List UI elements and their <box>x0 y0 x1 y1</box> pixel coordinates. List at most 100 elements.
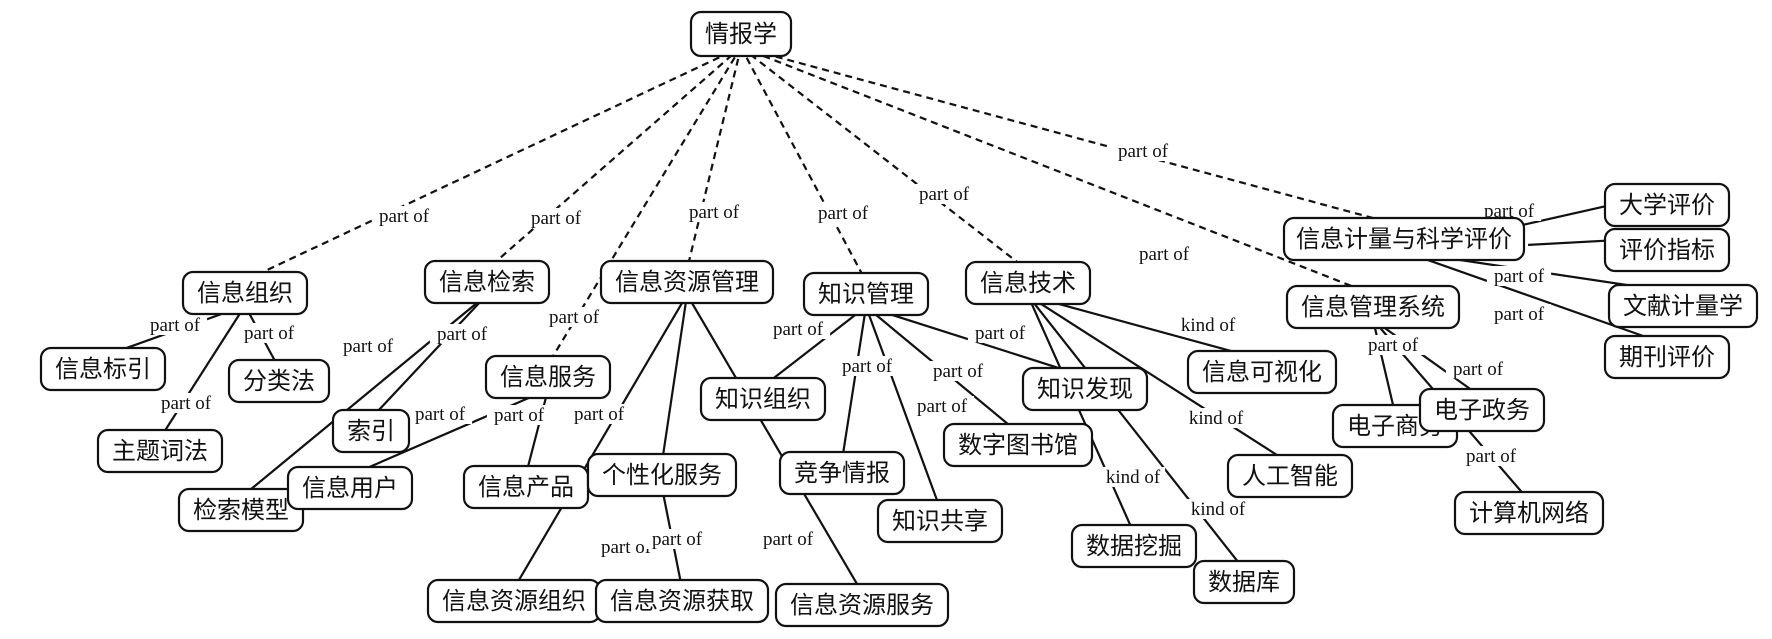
edge-root-zsgl <box>740 46 867 282</box>
node-box <box>1186 349 1338 395</box>
edge-label-bg <box>429 324 495 344</box>
edge-label: kind of <box>1189 408 1244 429</box>
edge-label: part of <box>1368 335 1419 356</box>
edge-label-bg <box>566 404 632 424</box>
node-box <box>484 354 612 400</box>
edge-label: part of <box>933 361 984 382</box>
edge-label-bg <box>407 404 473 424</box>
edge-label: part of <box>379 206 430 227</box>
node-label: 信息资源服务 <box>790 591 934 619</box>
node-zsgl: 知识管理 <box>802 271 930 317</box>
node-box <box>1603 334 1731 380</box>
edge-label-bg <box>1185 499 1251 519</box>
node-xxzyzz: 信息资源组织 <box>426 578 602 624</box>
edge-label-bg <box>523 208 589 228</box>
node-dzzw: 电子政务 <box>1418 387 1546 433</box>
edge-label: part of <box>1118 141 1169 162</box>
edge-xxjishu-sjwj <box>1026 295 1136 534</box>
node-xxjishu: 信息技术 <box>964 260 1092 306</box>
node-box <box>1453 490 1605 536</box>
edge-zsgl-jzqb <box>840 306 868 461</box>
node-box <box>39 346 167 392</box>
node-rgzn: 人工智能 <box>1226 453 1354 499</box>
edge-label: kind of <box>1191 499 1246 520</box>
edge-label: part of <box>531 208 582 229</box>
edge-label: part of <box>917 396 968 417</box>
node-label: 信息标引 <box>55 355 151 383</box>
node-label: 数字图书馆 <box>958 431 1078 459</box>
node-label: 分类法 <box>243 367 315 395</box>
edge-label: part of <box>1484 201 1535 222</box>
edge-label: part of <box>601 537 652 558</box>
node-box <box>689 10 793 58</box>
edge-label: part of <box>652 529 703 550</box>
node-pjzb: 评价指标 <box>1603 227 1731 273</box>
node-box <box>1021 366 1149 412</box>
node-jsmx: 检索模型 <box>177 487 305 533</box>
node-wxjlx: 文献计量学 <box>1607 283 1759 329</box>
node-box <box>802 271 930 317</box>
node-box <box>942 422 1094 468</box>
node-xxzz: 信息组织 <box>181 270 309 316</box>
edge-label-bg <box>1360 335 1426 355</box>
edge-root-xxzygl <box>685 46 743 270</box>
node-zsgx: 知识共享 <box>876 498 1004 544</box>
node-box <box>699 376 827 422</box>
edge-xxzygl-xxzyfw <box>686 294 863 593</box>
edge-label: part of <box>842 356 893 377</box>
edge-label: part of <box>763 529 814 550</box>
edge-label-bg <box>967 323 1033 343</box>
edge-xxzz-ztcf <box>159 305 246 439</box>
edge-label: part of <box>494 405 545 426</box>
edge-label: part of <box>549 307 600 328</box>
node-dxpj: 大学评价 <box>1603 182 1731 228</box>
edge-label-bg <box>1183 408 1249 428</box>
node-label: 信息产品 <box>478 473 574 501</box>
node-label: 数据挖掘 <box>1086 532 1182 560</box>
edge-label: kind of <box>1181 315 1236 336</box>
edge-zsgl-zsgx <box>864 306 942 509</box>
node-box <box>1603 227 1731 273</box>
edge-label: part of <box>818 203 869 224</box>
node-zsfx: 知识发现 <box>1021 366 1149 412</box>
node-box <box>876 498 1004 544</box>
node-label: 知识管理 <box>818 280 914 308</box>
node-label: 期刊评价 <box>1619 343 1715 371</box>
edge-label-bg <box>1100 467 1166 487</box>
node-label: 信息技术 <box>980 269 1076 297</box>
edge-label-bg <box>1110 141 1176 161</box>
edge-label: kind of <box>1106 467 1161 488</box>
edge-xxzygl-xxzyzz <box>513 294 688 589</box>
node-box <box>599 259 775 305</box>
node-xxjs: 信息检索 <box>423 259 551 305</box>
edge-label: part of <box>415 404 466 425</box>
node-sjwj: 数据挖掘 <box>1070 523 1198 569</box>
node-box <box>423 259 551 305</box>
node-label: 电子政务 <box>1434 396 1530 424</box>
node-label: 信息资源管理 <box>615 268 759 296</box>
edge-root-xxglxt <box>740 46 1374 296</box>
node-box <box>1070 523 1198 569</box>
node-box <box>1192 559 1296 605</box>
edge-label: part of <box>1139 244 1190 265</box>
node-label: 信息资源组织 <box>442 587 586 615</box>
node-label: 信息资源获取 <box>610 587 754 615</box>
node-flf: 分类法 <box>227 358 331 404</box>
edge-label-bg <box>1131 244 1197 264</box>
node-box <box>586 452 738 498</box>
edge-label: part of <box>437 324 488 345</box>
node-label: 主题词法 <box>112 437 208 465</box>
edge-xxglxt-dzzw <box>1372 318 1483 399</box>
node-xxjl: 信息计量与科学评价 <box>1282 216 1526 262</box>
node-box <box>1282 216 1526 262</box>
edge-label-bg <box>1445 359 1511 379</box>
node-xxglxt: 信息管理系统 <box>1285 284 1461 330</box>
node-ztcf: 主题词法 <box>96 428 224 474</box>
edge-xxjishu-sjk <box>1027 294 1245 571</box>
edge-label: part of <box>244 323 295 344</box>
node-sy: 索引 <box>331 408 411 454</box>
node-qkpj: 期刊评价 <box>1603 334 1731 380</box>
node-label: 文献计量学 <box>1623 292 1743 320</box>
edge-xxjishu-xxksh <box>1027 294 1263 361</box>
